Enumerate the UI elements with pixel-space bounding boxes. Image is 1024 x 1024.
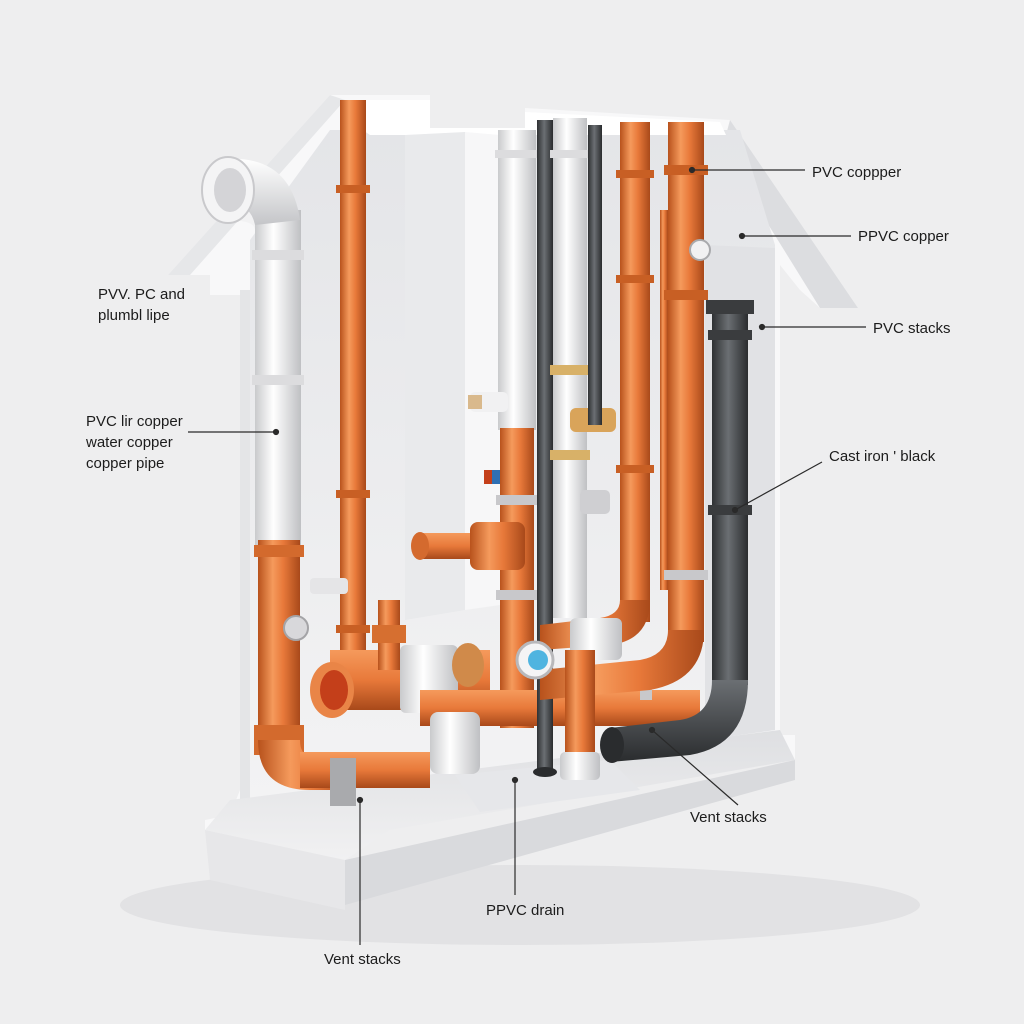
leader-right-5 [651, 729, 739, 806]
label-right-4: Cast iron ' black [829, 448, 936, 465]
label-right-5: Vent stacks [690, 809, 767, 826]
label-right-2: PPVC copper [858, 228, 949, 245]
label-bottom-left: Vent stacks [324, 951, 401, 968]
label-bottom-mid: PPVC drain [486, 902, 565, 919]
label-left-top: PVV. PC and plumbl lipe [98, 286, 186, 324]
label-right-1: PVC coppper [812, 164, 902, 181]
label-left-mid: PVC lir copper water copper copper pipe [86, 413, 183, 472]
leader-right-4 [734, 461, 823, 511]
label-right-3: PVC stacks [873, 320, 951, 337]
